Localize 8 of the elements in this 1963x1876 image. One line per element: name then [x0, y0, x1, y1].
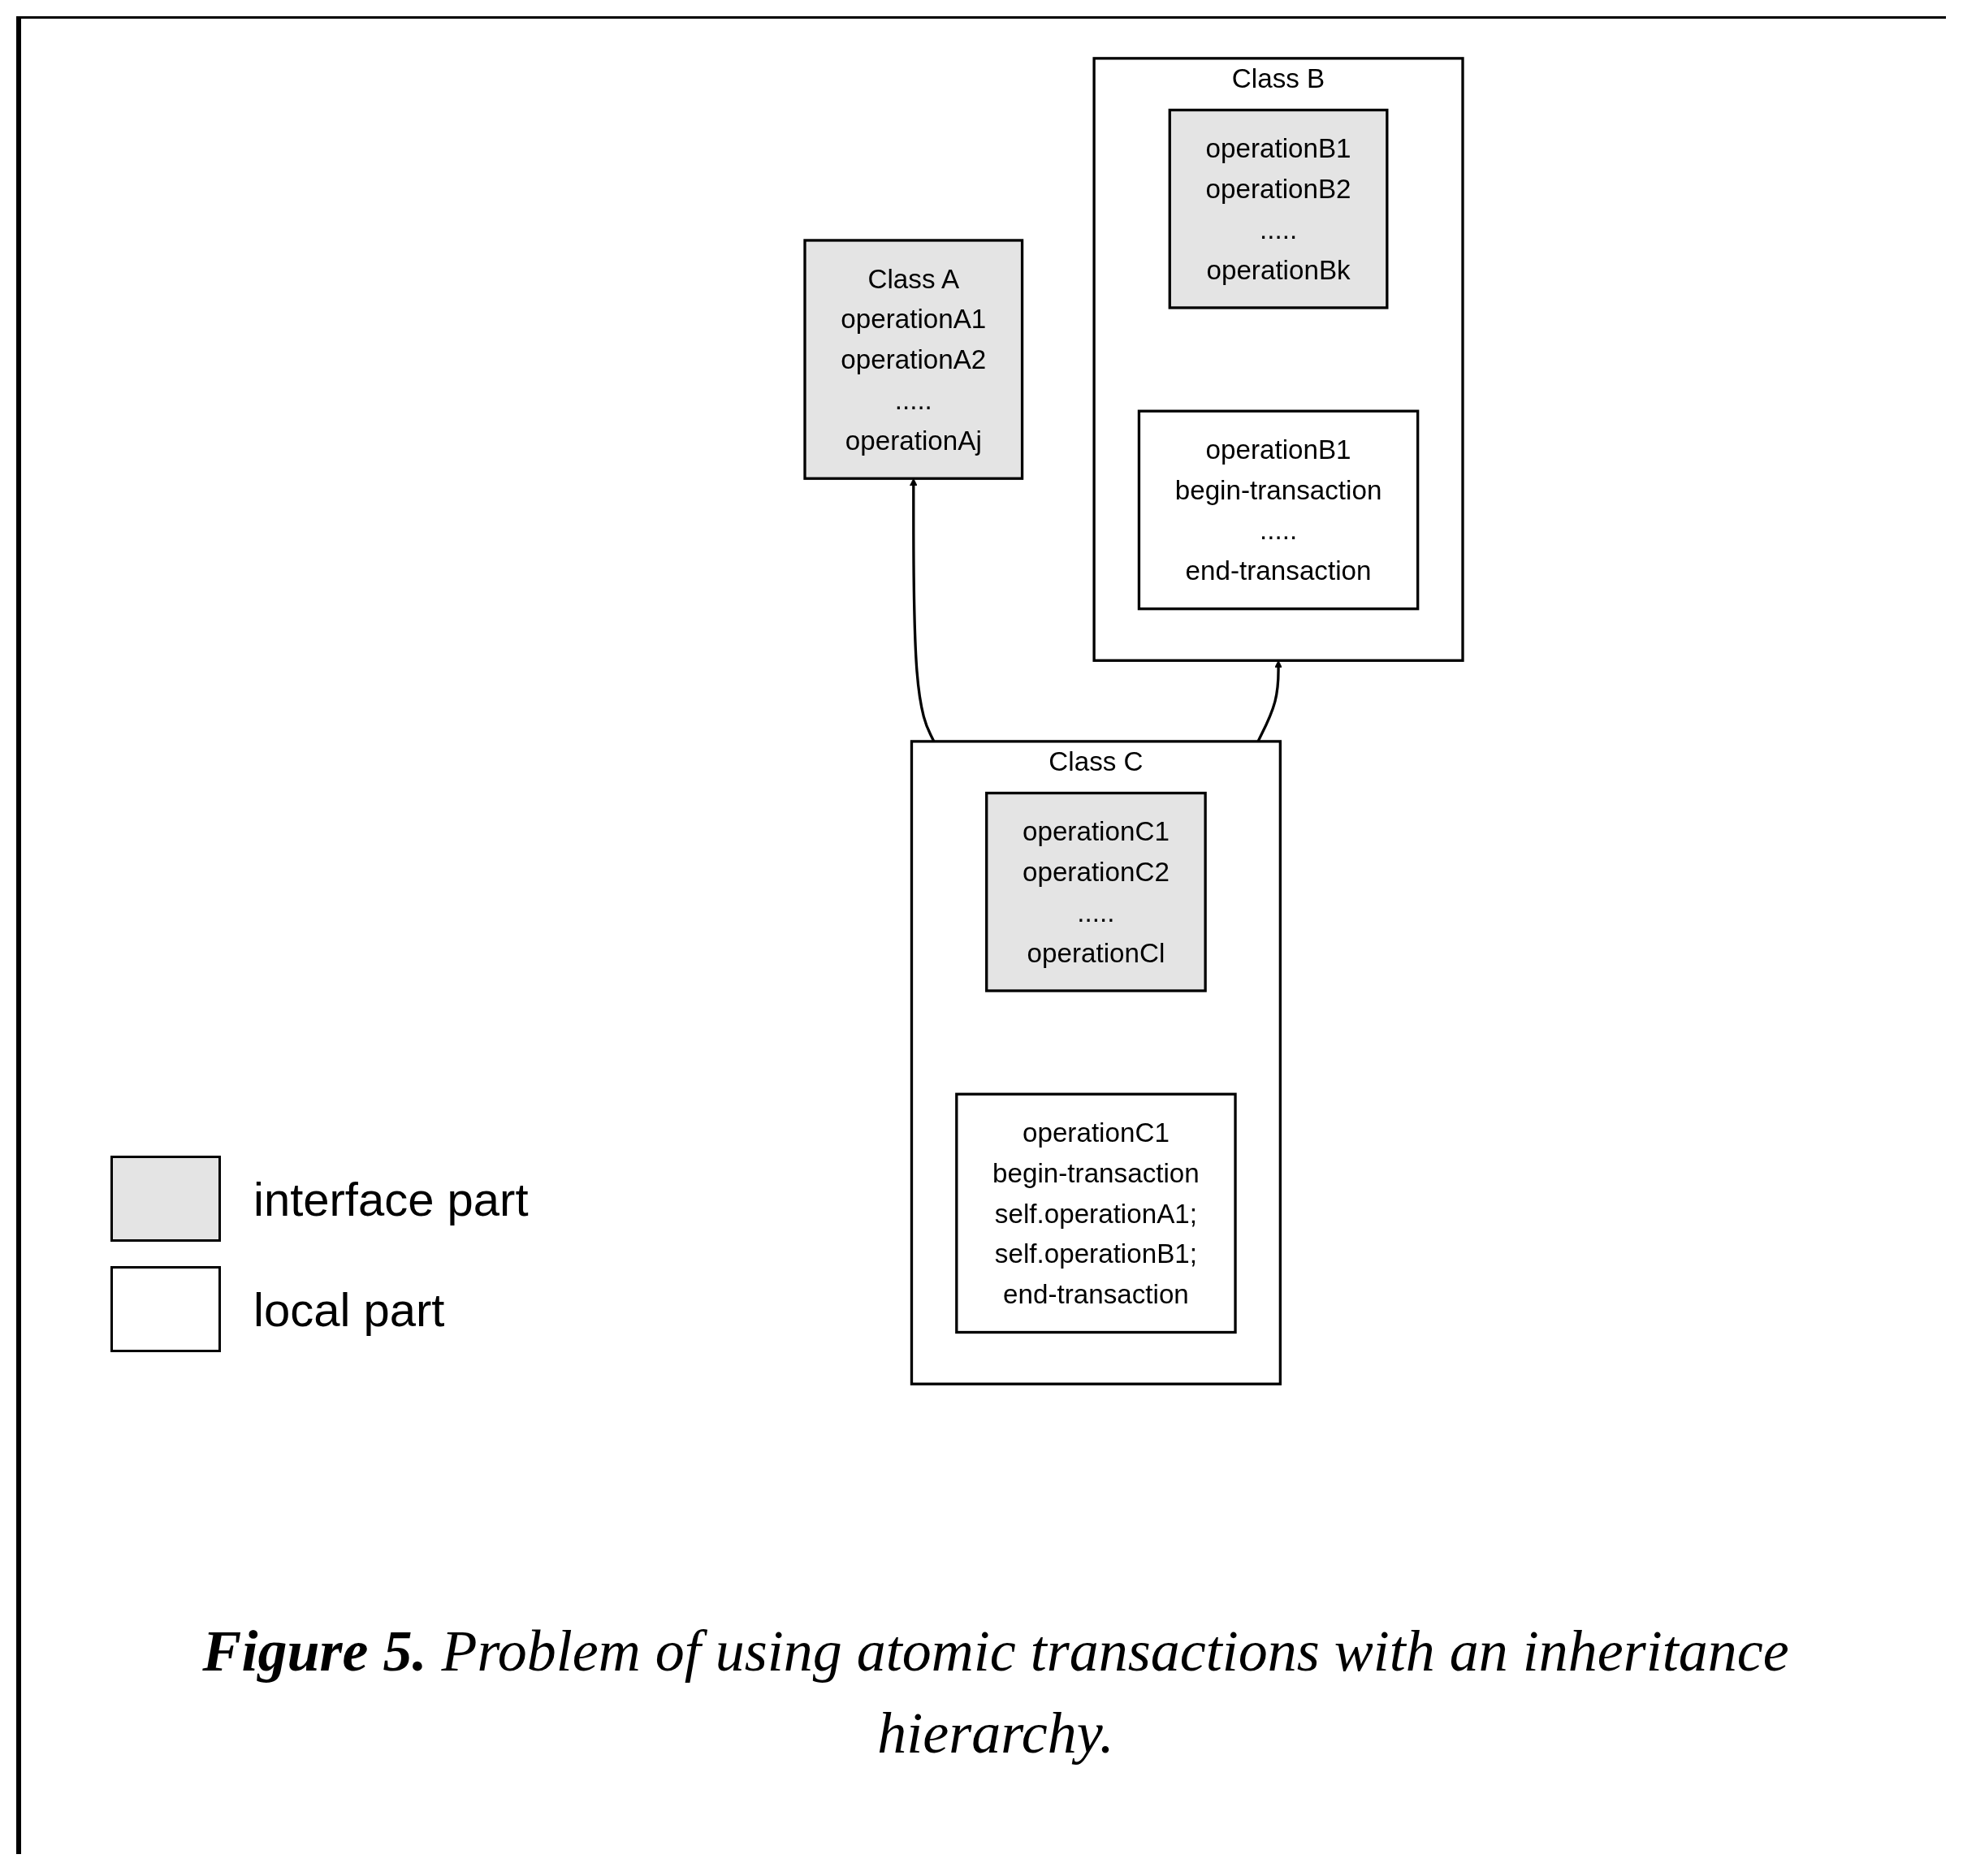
- node-box: Class A operationA1 operationA2 ..... operationAj: [803, 239, 1024, 480]
- node-box: operationC1 begin-transaction self.operationA1; self.operationB1; end-transaction: [955, 1092, 1237, 1334]
- legend-text: local part: [253, 1282, 445, 1337]
- figure-caption: Figure 5. Problem of using atomic transactions with an inheritance hierarchy.: [201, 1618, 1790, 1767]
- node-box: operationB1 operationB2 ..... operationBk: [1168, 108, 1389, 309]
- node-box: operationB1 begin-transaction ..... end-transaction: [1137, 409, 1420, 611]
- node-box: operationC1 operationC2 ..... operationCl: [985, 791, 1207, 992]
- legend-text: interface part: [253, 1171, 529, 1226]
